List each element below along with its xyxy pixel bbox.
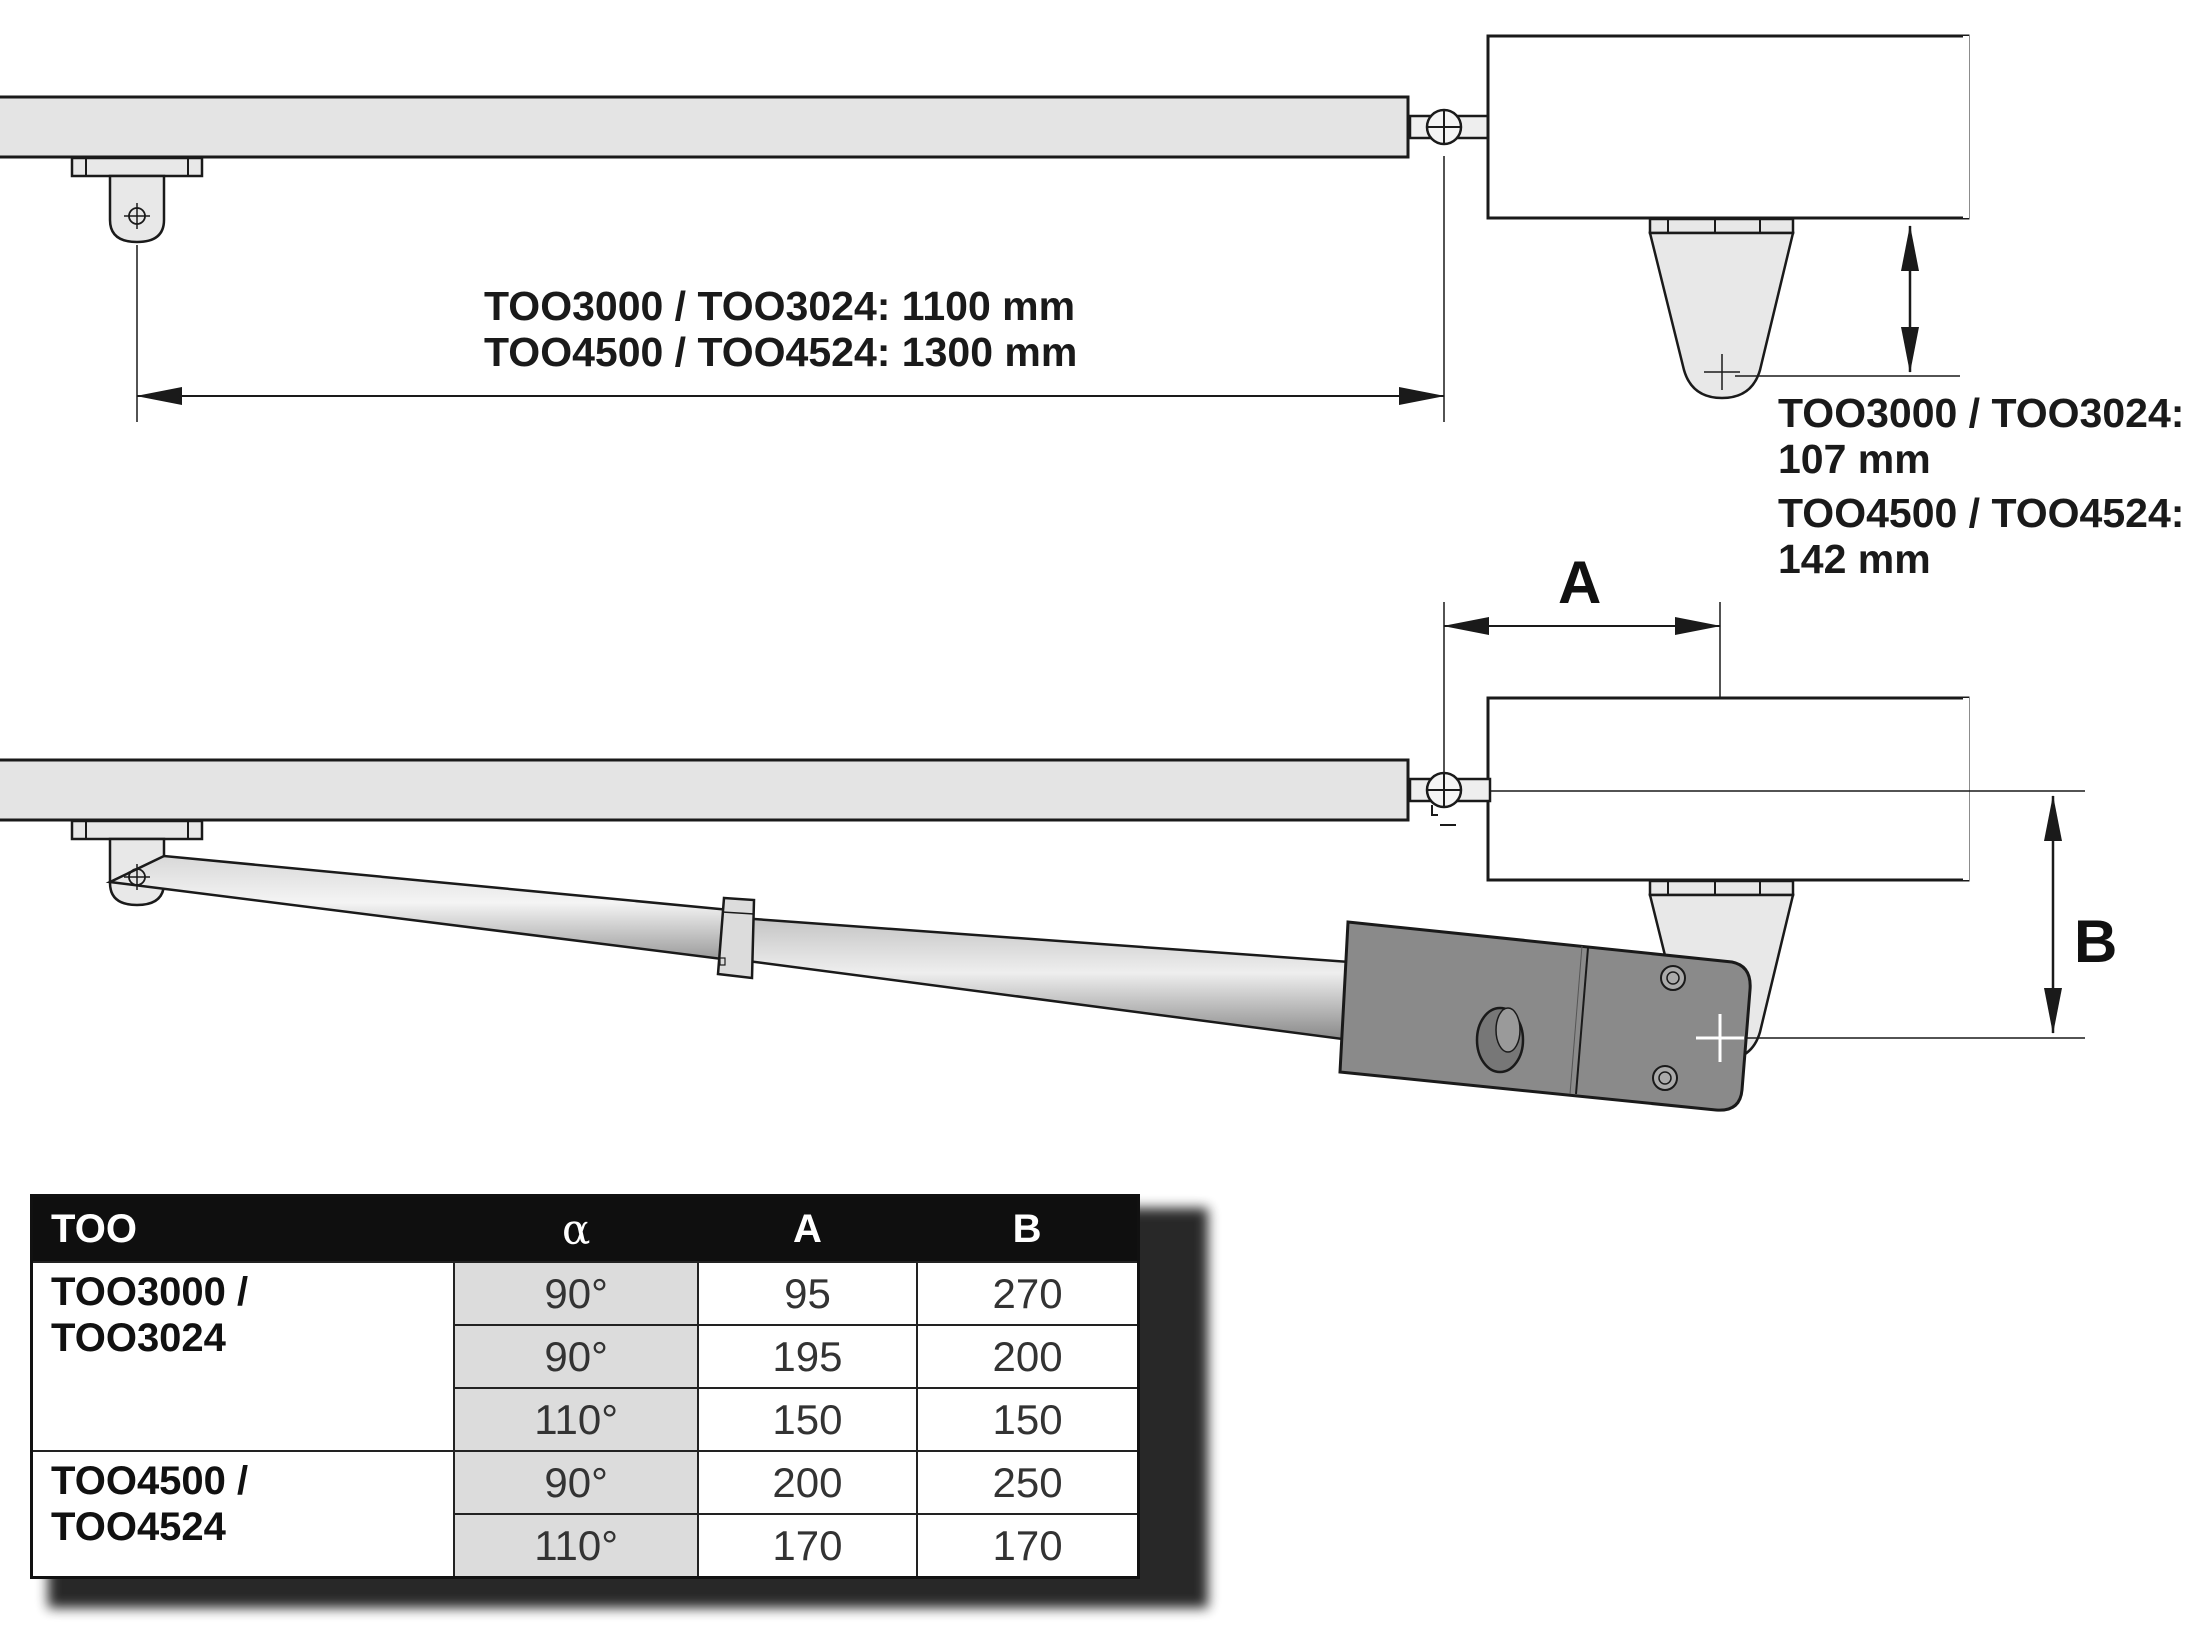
- table-row: 110° 170 170: [32, 1513, 1140, 1579]
- header-b: B: [917, 1195, 1139, 1262]
- offset-label-model-2: TOO4500 / TOO4524:: [1778, 490, 2185, 536]
- a-cell: 150: [696, 1387, 919, 1452]
- offset-label-value-2: 142 mm: [1778, 536, 1931, 582]
- a-cell: 195: [696, 1324, 919, 1389]
- table-row: TOO3000 / TOO3024 90° 95 270: [30, 1261, 1140, 1452]
- table-row: 110° 150 150: [32, 1387, 1140, 1452]
- model-name-line: TOO3000 /: [51, 1270, 249, 1314]
- model-name-line: TOO4524: [51, 1505, 226, 1549]
- gate-bar-top: [0, 95, 1410, 159]
- dimensions-table: TOO α A B TOO3000 / TOO3024 90° 95 270 9…: [30, 1194, 1140, 1579]
- alpha-cell: 110°: [453, 1513, 699, 1579]
- a-cell: 200: [696, 1450, 919, 1515]
- actuator-inner-tube: [738, 916, 1352, 1042]
- table-row: TOO4500 / TOO4524 90° 200 250: [30, 1450, 1140, 1579]
- top-view: [0, 34, 1970, 422]
- motor-housing: [1338, 920, 1752, 1112]
- screw-icon: [1660, 965, 1686, 991]
- pillar-top: [1486, 34, 1970, 220]
- hinge-top: [1408, 108, 1492, 146]
- alpha-cell: 90°: [453, 1450, 699, 1515]
- alpha-cell: 90°: [453, 1324, 699, 1389]
- header-alpha: α: [454, 1195, 698, 1262]
- b-cell: 250: [916, 1450, 1140, 1515]
- dimension-a-label: A: [1558, 549, 1602, 616]
- model-cell: TOO4500 / TOO4524: [30, 1450, 456, 1579]
- length-label-line-2: TOO4500 / TOO4524: 1300 mm: [484, 329, 1078, 375]
- model-cell: TOO3000 / TOO3024: [30, 1261, 456, 1452]
- model-name-line: TOO4500 /: [51, 1459, 249, 1503]
- table-row: 90° 195 200: [32, 1324, 1140, 1389]
- offset-label-model-1: TOO3000 / TOO3024:: [1778, 390, 2185, 436]
- header-model: TOO: [31, 1195, 455, 1262]
- b-cell: 170: [916, 1513, 1140, 1579]
- installed-view: [0, 602, 2085, 1112]
- a-cell: 170: [696, 1513, 919, 1579]
- pillar-bracket-top: [1648, 217, 1795, 400]
- dimension-b-label: B: [2074, 908, 2118, 975]
- pillar-installed: [1486, 696, 1970, 882]
- header-a: A: [697, 1195, 918, 1262]
- b-cell: 200: [916, 1324, 1140, 1389]
- alpha-cell: 110°: [453, 1387, 699, 1452]
- b-cell: 270: [916, 1261, 1140, 1326]
- length-label-line-1: TOO3000 / TOO3024: 1100 mm: [484, 283, 1076, 329]
- hinge-installed: [1408, 771, 1492, 826]
- gate-bracket-top: [70, 156, 204, 244]
- actuator-outer-tube: [105, 854, 732, 962]
- screw-icon: [1652, 1065, 1678, 1091]
- b-cell: 150: [916, 1387, 1140, 1452]
- model-name-line: TOO3024: [51, 1316, 226, 1360]
- a-cell: 95: [696, 1261, 919, 1326]
- table-header-row: TOO α A B: [31, 1195, 1139, 1262]
- offset-label-value-1: 107 mm: [1778, 436, 1931, 482]
- actuator-collar: [716, 896, 756, 980]
- gate-bar-installed: [0, 758, 1410, 822]
- alpha-cell: 90°: [453, 1261, 699, 1326]
